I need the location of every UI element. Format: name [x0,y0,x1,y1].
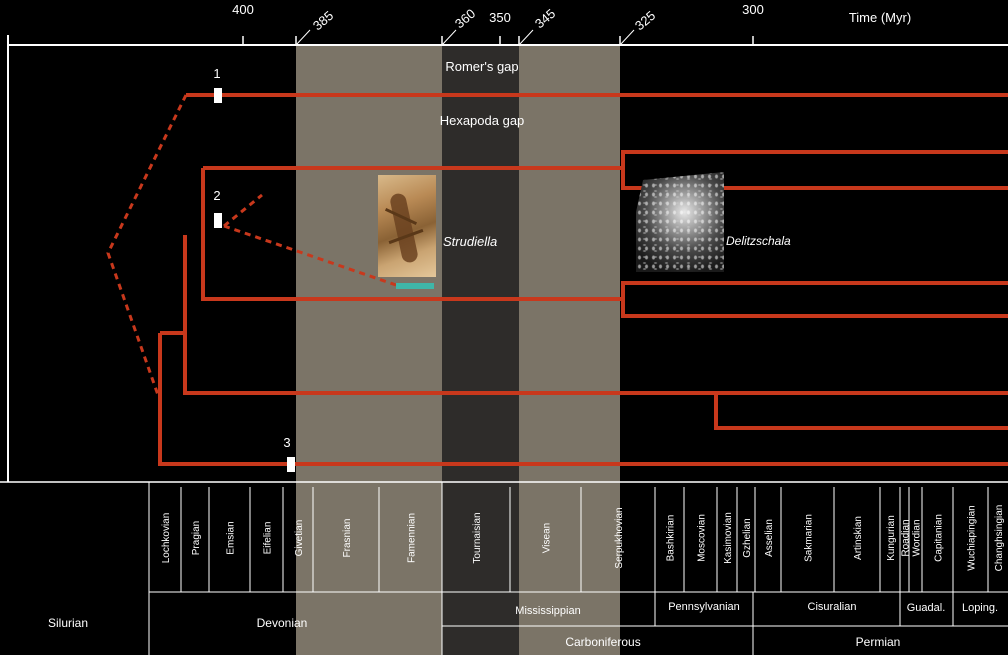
axis-tick-leader [519,30,533,45]
delitzschala-label: Delitzschala [726,234,791,248]
axis-tick-leader [442,30,456,45]
hexapoda-gap-label: Hexapoda gap [440,113,525,128]
stage-label: Sakmarian [804,514,815,562]
axis-tick-label: 325 [632,8,658,33]
stage-label: Wordian [912,519,923,556]
axis-tick-leader [620,30,634,45]
epoch-label: Pennsylvanian [668,601,740,613]
axis-title: Time (Myr) [849,10,911,25]
stage-label: Artinskian [853,516,864,560]
stage-label: Tournaisian [472,512,483,563]
axis-tick-leader [296,30,310,45]
calibration-marker [287,457,295,472]
romer-gap-band-right [519,45,620,655]
calibration-marker-label: 1 [213,66,220,81]
stage-label: Visean [542,523,553,553]
period-label: Devonian [257,616,308,630]
delitzschala-fossil-photo [636,172,724,272]
stage-label: Changhsingian [994,505,1005,572]
axis-tick-label: 345 [532,6,558,31]
stage-label: Gzhelian [742,518,753,557]
axis-tick-label: 360 [452,6,478,31]
stage-label: Wuchiapingian [967,505,978,570]
axis-tick-label: 350 [489,10,511,25]
stage-label: Capitanian [934,514,945,562]
period-label: Permian [856,635,901,649]
stage-label: Famennian [407,513,418,563]
ghost-lineage [224,195,262,226]
stage-label: Emsian [226,521,237,554]
axis-tick-label: 400 [232,2,254,17]
strudiella-label: Strudiella [443,234,497,249]
scale-bar [396,283,434,289]
calibration-marker [214,213,222,228]
calibration-marker [214,88,222,103]
period-label: Carboniferous [565,635,640,649]
stage-label: Pragian [191,521,202,555]
stage-label: Givetian [294,520,305,557]
axis-tick-label: 385 [310,8,336,33]
stage-label: Moscovian [697,514,708,562]
calibration-marker-label: 2 [213,188,220,203]
ghost-lineage [108,95,186,395]
romer-gap-label: Romer's gap [445,59,518,74]
stage-label: Frasnian [342,519,353,558]
stage-label: Serpukhovian [614,507,625,568]
stage-label: Eifelian [263,522,274,555]
stage-label: Kasimovian [723,512,734,564]
stage-label: Roadian [901,519,912,556]
epoch-label: Loping. [962,602,998,614]
epoch-label: Mississippian [515,605,580,617]
period-label: Silurian [48,616,88,630]
epoch-label: Cisuralian [808,601,857,613]
strudiella-fossil-photo [378,175,436,277]
stage-label: Bashkirian [666,515,677,562]
epoch-label: Guadal. [907,602,946,614]
stage-label: Kungurian [886,515,897,561]
romer-gap-band-left [296,45,442,655]
stage-label: Lochkovian [161,513,172,564]
stage-label: Asselian [764,519,775,557]
axis-tick-label: 300 [742,2,764,17]
calibration-marker-label: 3 [283,435,290,450]
